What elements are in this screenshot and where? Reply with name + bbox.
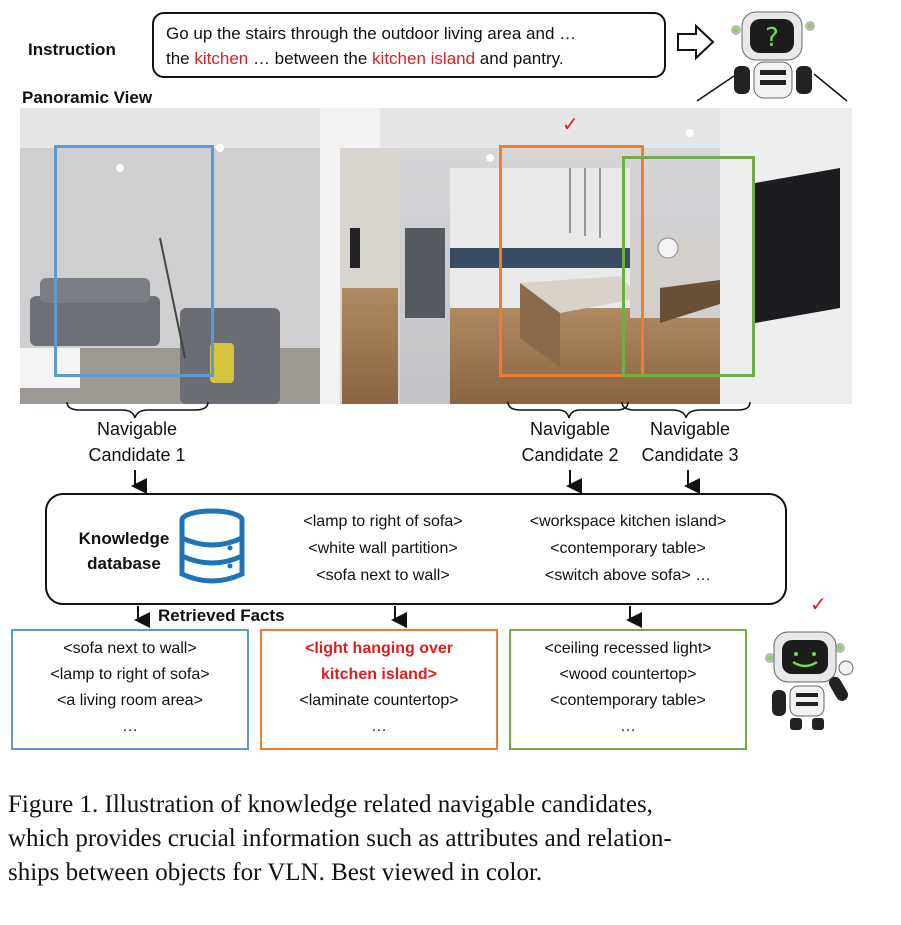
retrieved-arrows [134,606,642,628]
retrieved-facts-candidate-1: <sofa next to wall> <lamp to right of so… [11,629,249,750]
candidate-arrows [131,470,700,494]
knowledge-database-title: Knowledge database [78,529,170,573]
candidate-braces [66,401,751,419]
candidate-1-bbox[interactable] [54,145,214,377]
instruction-keyword-kitchen: kitchen [194,49,249,68]
candidate-3-bbox[interactable] [622,156,755,377]
instruction-line-1: Go up the stairs through the outdoor liv… [166,24,577,43]
candidate-1-label: Navigable Candidate 1 [88,419,186,465]
retrieved-facts-candidate-2: <light hanging over kitchen island> <lam… [260,629,498,750]
robot-happy-icon [765,631,854,730]
candidate-3-label: Navigable Candidate 3 [641,419,739,465]
instruction-box: Go up the stairs through the outdoor liv… [152,12,666,78]
knowledge-column-1: <lamp to right of sofa> <white wall part… [303,513,463,584]
figure-caption: Figure 1. Illustration of knowledge rela… [8,791,672,886]
candidate-2-label: Navigable Candidate 2 [521,419,619,465]
robot-icon: ? [696,11,848,102]
panoramic-view-label: Panoramic View [22,88,153,107]
highlighted-fact: kitchen island> [320,666,438,683]
database-icon [179,508,245,584]
retrieved-facts-candidate-3: <ceiling recessed light> <wood counterto… [509,629,747,750]
instruction-keyword-kitchen-island: kitchen island [372,49,476,68]
candidate-2-bbox[interactable] [499,145,644,377]
highlighted-fact: <light hanging over [304,640,453,657]
correct-checkmark-icon: ✓ [810,594,827,616]
knowledge-database-box [45,493,787,605]
knowledge-column-2: <workspace kitchen island> <contemporary… [529,513,727,584]
right-arrow-icon [677,23,715,61]
retrieved-facts-label: Retrieved Facts [158,606,285,625]
panoramic-image [20,108,852,404]
correct-checkmark-icon: ✓ [562,114,579,136]
svg-text:?: ? [765,23,779,53]
instruction-line-2: the kitchen … between the kitchen island… [166,49,564,68]
instruction-label: Instruction [28,40,116,59]
